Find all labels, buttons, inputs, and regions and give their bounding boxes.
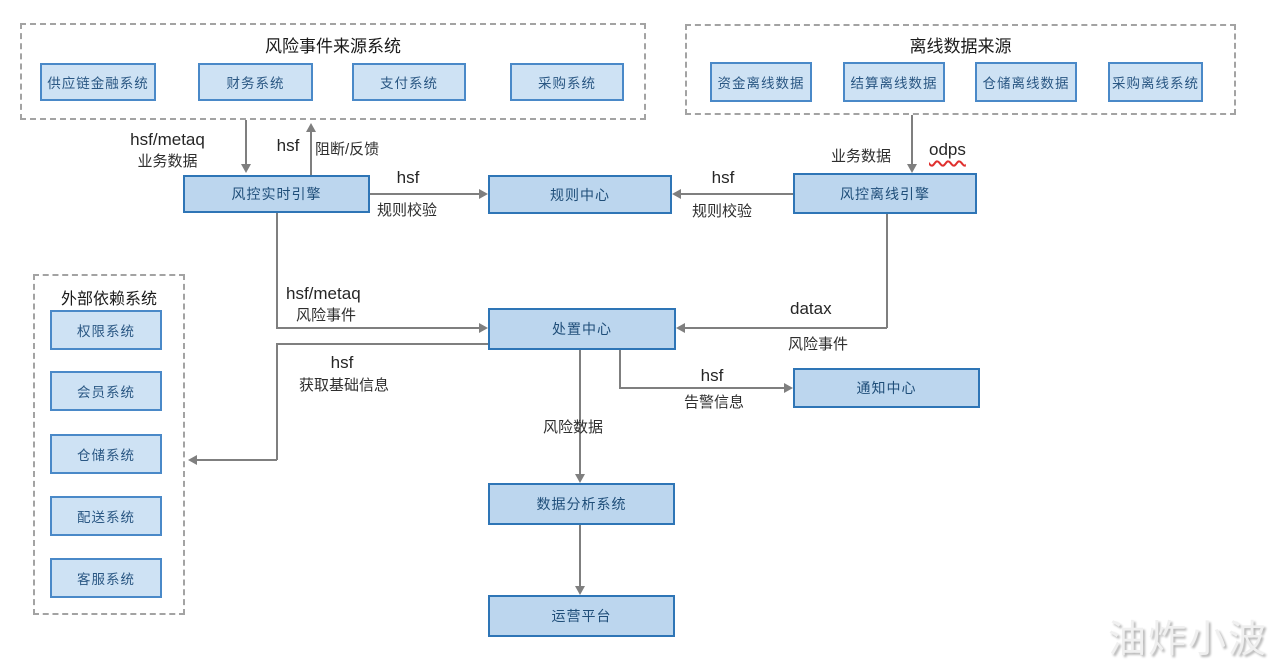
label-disposal-to-notify-text: 告警信息 [684, 394, 745, 411]
node-realtime-risk-engine: 风控实时引擎 [183, 175, 370, 213]
label-disposal-to-external-text: 获取基础信息 [299, 377, 390, 394]
node-offline-risk-engine: 风控离线引擎 [793, 173, 977, 214]
label-realtime-to-rule-protocol: hsf [396, 168, 420, 187]
node-permission-system: 权限系统 [50, 310, 162, 350]
edge-offline-to-rule-arrow [672, 189, 681, 199]
edge-disposal-to-external-line-h2 [196, 459, 277, 461]
edge-realtime-feedback-arrow [306, 123, 316, 132]
group-risk-event-sources-title: 风险事件来源系统 [265, 37, 401, 56]
node-customer-service-system: 客服系统 [50, 558, 162, 598]
edge-disposal-to-external-line-h1 [276, 343, 488, 345]
label-offline-to-rule-protocol: hsf [711, 168, 735, 187]
label-offline-to-disposal-text: 风险事件 [788, 336, 849, 353]
node-notification-center: 通知中心 [793, 368, 980, 408]
edge-source-to-realtime-arrow [241, 164, 251, 173]
node-rule-center: 规则中心 [488, 175, 672, 214]
edge-disposal-to-notify-line-h [619, 387, 786, 389]
edge-offline-to-disposal-arrow [676, 323, 685, 333]
label-realtime-to-rule-text: 规则校验 [377, 202, 438, 219]
edge-disposal-to-notify-arrow [784, 383, 793, 393]
group-external-dependency-systems-title: 外部依赖系统 [60, 291, 157, 308]
label-source-to-realtime-protocol: hsf/metaq [130, 130, 205, 149]
edge-analysis-to-operation-line [579, 525, 581, 588]
group-offline-data-sources-title: 离线数据来源 [909, 37, 1012, 56]
edge-realtime-to-rule-line [370, 193, 481, 195]
node-member-system: 会员系统 [50, 371, 162, 411]
edge-analysis-to-operation-arrow [575, 586, 585, 595]
edge-realtime-to-disposal-arrow [479, 323, 488, 333]
label-offline-to-disposal-protocol: datax [790, 299, 832, 318]
label-disposal-to-notify-protocol: hsf [700, 366, 724, 385]
label-realtime-to-disposal-text: 风险事件 [296, 307, 357, 324]
node-operation-platform: 运营平台 [488, 595, 675, 637]
node-payment-system: 支付系统 [352, 63, 466, 101]
edge-offline-to-disposal-line-v [886, 214, 888, 328]
edge-offline-to-rule-line [681, 193, 793, 195]
node-data-analysis-system: 数据分析系统 [488, 483, 675, 525]
edge-disposal-to-analysis-arrow [575, 474, 585, 483]
watermark: 油炸小波 [1108, 619, 1268, 660]
edge-realtime-to-rule-arrow [479, 189, 488, 199]
node-settlement-offline-data: 结算离线数据 [843, 62, 945, 102]
label-offline-to-rule-text: 规则校验 [692, 203, 753, 220]
edge-source-to-offline-arrow [907, 164, 917, 173]
label-disposal-to-analysis-text: 风险数据 [543, 419, 604, 436]
node-procurement-offline-system: 采购离线系统 [1108, 62, 1203, 102]
label-source-to-offline-text: 业务数据 [831, 148, 892, 165]
node-procurement-system: 采购系统 [510, 63, 624, 101]
edge-disposal-to-external-arrow [188, 455, 197, 465]
node-warehouse-system: 仓储系统 [50, 434, 162, 474]
label-disposal-to-external-protocol: hsf [330, 353, 354, 372]
label-realtime-to-disposal-protocol: hsf/metaq [286, 284, 361, 303]
edge-disposal-to-external-line-v [276, 343, 278, 460]
label-realtime-feedback-protocol: hsf [276, 136, 300, 155]
node-finance-system: 财务系统 [198, 63, 313, 101]
node-supply-chain-finance-system: 供应链金融系统 [40, 63, 156, 101]
edge-disposal-to-notify-line-v [619, 350, 621, 388]
edge-offline-to-disposal-line-h [684, 327, 887, 329]
edge-realtime-feedback-line [310, 131, 312, 175]
node-delivery-system: 配送系统 [50, 496, 162, 536]
edge-realtime-to-disposal-line-h [276, 327, 481, 329]
edge-realtime-to-disposal-line-v [276, 213, 278, 328]
edge-source-to-offline-line [911, 115, 913, 166]
label-source-to-realtime-text: 业务数据 [137, 153, 198, 170]
edge-source-to-realtime-line [245, 120, 247, 167]
edge-disposal-to-analysis-line [579, 350, 581, 476]
node-warehouse-offline-data: 仓储离线数据 [975, 62, 1077, 102]
label-realtime-feedback-text: 阻断/反馈 [315, 141, 380, 158]
node-funds-offline-data: 资金离线数据 [710, 62, 812, 102]
label-source-to-offline-protocol: odps [929, 140, 966, 159]
node-disposal-center: 处置中心 [488, 308, 676, 350]
